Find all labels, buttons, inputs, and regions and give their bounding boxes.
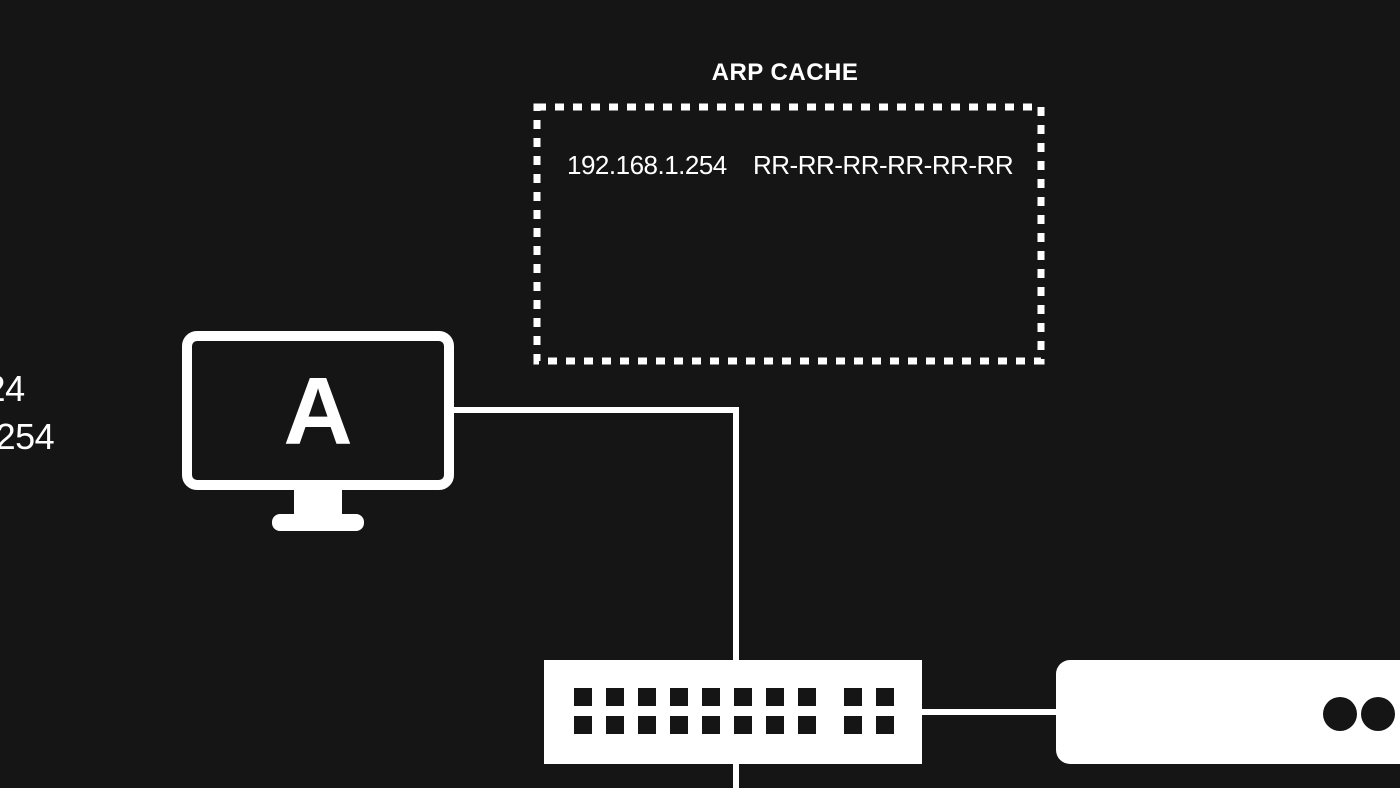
switch-port-1-5 xyxy=(734,716,752,734)
switch-port-0-4 xyxy=(702,688,720,706)
router-icon xyxy=(1056,660,1400,764)
cable-host-to-switch xyxy=(452,407,739,662)
switch-port-1-3 xyxy=(670,716,688,734)
arp-cache-box xyxy=(533,103,1045,365)
switch-port-0-1 xyxy=(606,688,624,706)
switch-port-0-5 xyxy=(734,688,752,706)
computer-monitor-icon xyxy=(182,331,454,531)
switch-port-1-4 xyxy=(702,716,720,734)
switch-port-1-0 xyxy=(574,716,592,734)
switch-port-0-6 xyxy=(766,688,784,706)
switch-port-1-2 xyxy=(638,716,656,734)
switch-port-0-2 xyxy=(638,688,656,706)
arp-entry-ip: 192.168.1.254 xyxy=(567,150,727,180)
switch-port-0-3 xyxy=(670,688,688,706)
switch-port-0-8 xyxy=(844,688,862,706)
switch-port-1-8 xyxy=(844,716,862,734)
host-default-gateway: 68.1.254 xyxy=(0,416,55,457)
switch-port-1-9 xyxy=(876,716,894,734)
network-switch-icon xyxy=(544,660,922,764)
switch-port-0-9 xyxy=(876,688,894,706)
host-label: A xyxy=(283,358,353,465)
switch-port-1-7 xyxy=(798,716,816,734)
arp-cache-title: ARP CACHE xyxy=(711,59,859,86)
host-ip-address: 1.1 /24 xyxy=(0,368,25,409)
switch-port-1-6 xyxy=(766,716,784,734)
switch-port-0-0 xyxy=(574,688,592,706)
switch-port-0-7 xyxy=(798,688,816,706)
switch-port-1-1 xyxy=(606,716,624,734)
arp-entry-mac: RR-RR-RR-RR-RR-RR xyxy=(753,150,1014,180)
